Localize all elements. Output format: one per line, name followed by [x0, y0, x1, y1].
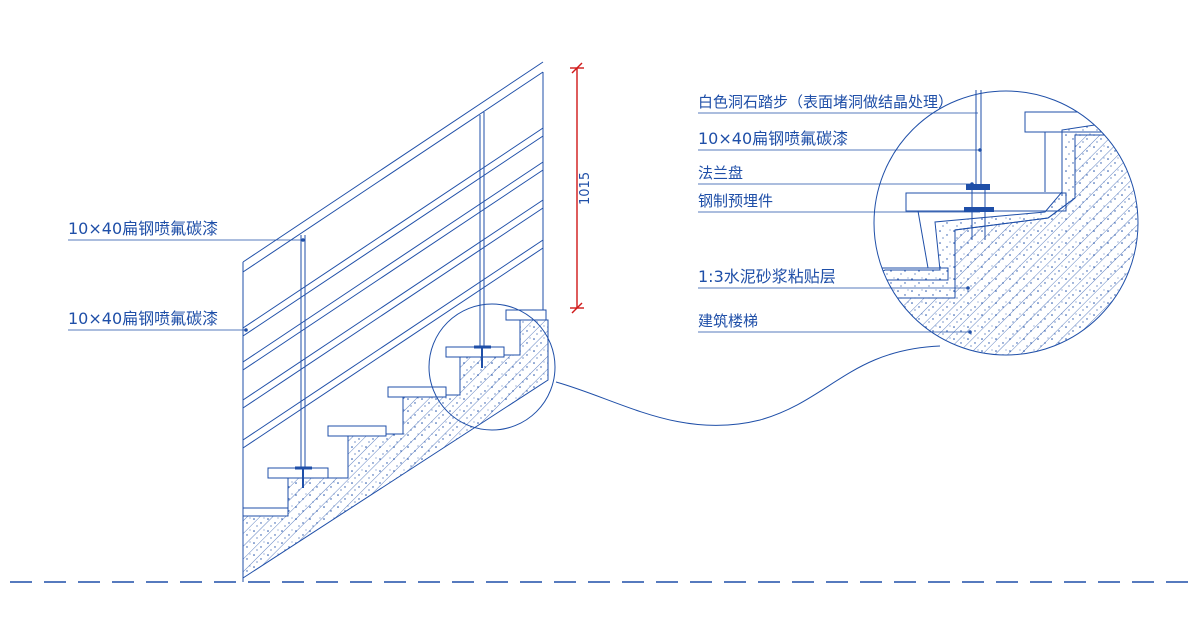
detail-leaders — [698, 112, 980, 333]
detail-callout-circle — [428, 303, 556, 431]
dimension-value: 1015 — [578, 172, 593, 205]
tread — [387, 386, 447, 398]
tread — [505, 309, 547, 321]
stair-concrete-speckle — [243, 320, 548, 578]
landing-floor — [242, 507, 289, 517]
label-rail-upper: 10×40扁钢喷氟碳漆 — [68, 219, 218, 238]
label-rail-lower: 10×40扁钢喷氟碳漆 — [68, 309, 218, 328]
detail-embed-plate — [964, 207, 994, 212]
label-flat-bar: 10×40扁钢喷氟碳漆 — [698, 129, 848, 148]
label-mortar: 1:3水泥砂浆粘贴层 — [698, 267, 836, 286]
detail-concrete-speckle — [874, 135, 1138, 355]
flange-plates — [295, 345, 491, 488]
label-embed: 钢制预埋件 — [698, 192, 773, 210]
detail-connector-curve — [555, 345, 941, 426]
label-stair: 建筑楼梯 — [698, 312, 758, 330]
detail-circle-outline — [873, 90, 1139, 356]
height-dimension: 1015 — [570, 62, 593, 314]
label-tread: 白色洞石踏步（表面堵洞做结晶处理） — [698, 93, 953, 111]
inclined-rails — [242, 61, 544, 449]
stair-elevation: 10×40扁钢喷氟碳漆 10×40扁钢喷氟碳漆 1015 — [68, 61, 593, 582]
tread — [327, 425, 387, 437]
stone-treads — [242, 309, 547, 517]
detail-flange — [966, 184, 990, 190]
enlarged-detail: 白色洞石踏步（表面堵洞做结晶处理） 10×40扁钢喷氟碳漆 法兰盘 钢制预埋件 … — [698, 90, 1139, 356]
label-flange: 法兰盘 — [698, 164, 743, 182]
